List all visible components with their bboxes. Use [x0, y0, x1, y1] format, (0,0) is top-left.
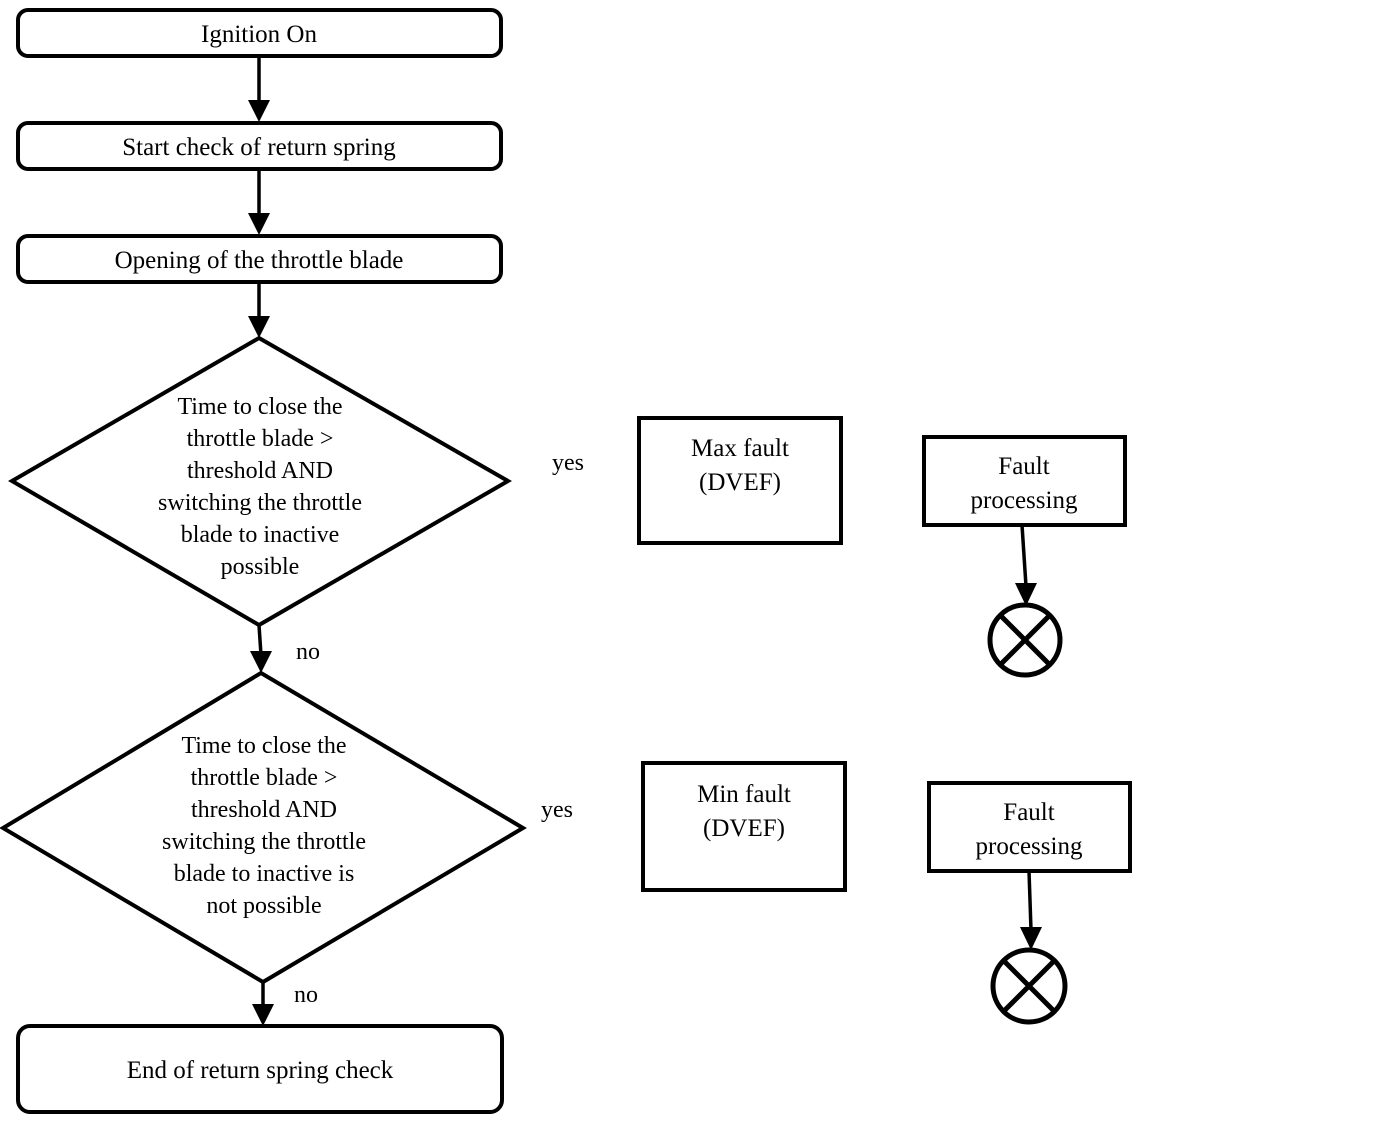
- edge-fault-min-to-terminator: [1020, 870, 1042, 950]
- max-fault-line-2: (DVEF): [699, 469, 781, 496]
- fault-processing-min-line-1: Fault: [1003, 799, 1054, 826]
- decision-min-line-1: Time to close the: [181, 733, 346, 759]
- decision-max-line-3: threshold AND: [187, 458, 333, 484]
- decision-min-line-4: switching the throttle: [162, 829, 366, 855]
- decision-max-line-2: throttle blade >: [187, 426, 334, 452]
- decision-min-line-2: throttle blade >: [191, 765, 338, 791]
- edge-label-max-yes: yes: [552, 450, 584, 476]
- node-decision-min[interactable]: Time to close the throttle blade > thres…: [0, 670, 527, 985]
- edge-label-min-yes: yes: [541, 797, 573, 823]
- node-decision-max[interactable]: Time to close the throttle blade > thres…: [8, 335, 513, 628]
- terminator-max-cross-2: [998, 613, 1052, 667]
- ignition-on-label: Ignition On: [201, 21, 317, 48]
- edge-fault-max-to-terminator: [1015, 524, 1037, 606]
- edge-label-min-no: no: [294, 982, 318, 1008]
- edge-label-max-no: no: [296, 639, 320, 665]
- decision-max-line-5: blade to inactive: [181, 522, 340, 548]
- node-fault-processing-max[interactable]: Fault processing: [922, 435, 1127, 527]
- node-min-fault[interactable]: Min fault (DVEF): [641, 761, 847, 892]
- start-check-label: Start check of return spring: [122, 134, 396, 161]
- node-end-check[interactable]: End of return spring check: [16, 1024, 504, 1114]
- edge-ignition-to-start: [248, 56, 270, 122]
- terminator-max-circle[interactable]: [987, 602, 1063, 678]
- max-fault-line-1: Max fault: [691, 435, 789, 462]
- decision-max-line-1: Time to close the: [177, 394, 342, 420]
- opening-blade-label: Opening of the throttle blade: [115, 247, 404, 274]
- node-opening-blade[interactable]: Opening of the throttle blade: [16, 234, 503, 284]
- decision-max-line-6: possible: [221, 554, 300, 580]
- node-fault-processing-min[interactable]: Fault processing: [927, 781, 1132, 873]
- fault-processing-max-line-2: processing: [971, 487, 1078, 514]
- edge-decision-min-no: [252, 982, 274, 1026]
- decision-min-line-3: threshold AND: [191, 797, 337, 823]
- terminator-min-circle[interactable]: [990, 947, 1068, 1025]
- fault-processing-min-line-2: processing: [976, 833, 1083, 860]
- node-terminator-min[interactable]: [990, 947, 1068, 1025]
- edge-decision-max-no: [250, 624, 272, 673]
- fault-processing-max-box[interactable]: [922, 435, 1127, 527]
- min-fault-line-2: (DVEF): [703, 815, 785, 842]
- node-max-fault[interactable]: Max fault (DVEF): [637, 416, 843, 545]
- decision-max-line-4: switching the throttle: [158, 490, 362, 516]
- edge-opening-to-decision-max: [248, 282, 270, 338]
- node-start-check[interactable]: Start check of return spring: [16, 121, 503, 171]
- end-check-label: End of return spring check: [127, 1057, 394, 1084]
- min-fault-line-1: Min fault: [697, 781, 791, 808]
- end-check-box[interactable]: [16, 1024, 504, 1114]
- node-ignition-on[interactable]: Ignition On: [16, 8, 503, 58]
- fault-processing-max-line-1: Fault: [998, 453, 1049, 480]
- decision-min-line-5: blade to inactive is: [174, 861, 355, 887]
- min-fault-box[interactable]: [641, 761, 847, 892]
- edge-start-to-opening: [248, 169, 270, 235]
- max-fault-box[interactable]: [637, 416, 843, 545]
- terminator-min-cross-2: [1001, 958, 1057, 1014]
- node-terminator-max[interactable]: [987, 602, 1063, 678]
- decision-min-diamond[interactable]: [0, 670, 527, 985]
- decision-min-line-6: not possible: [206, 893, 321, 919]
